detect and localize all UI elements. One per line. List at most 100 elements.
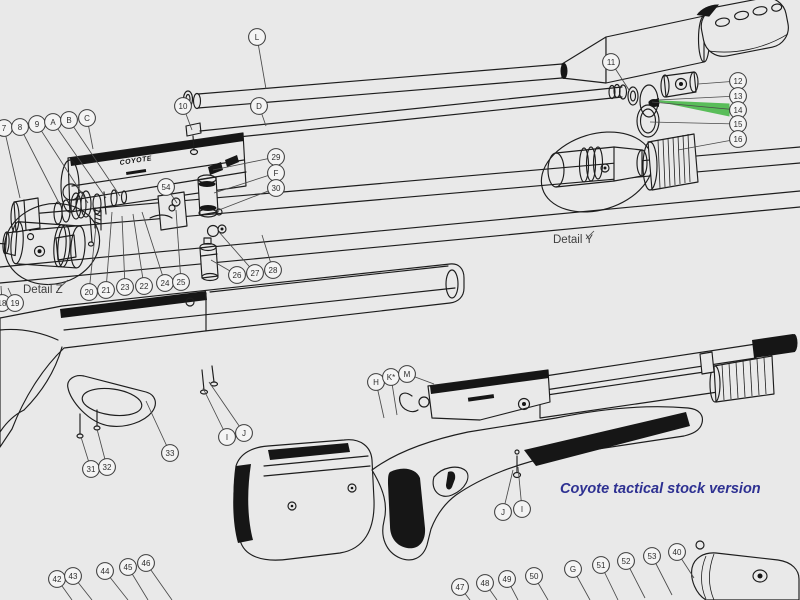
svg-text:16: 16 bbox=[734, 135, 743, 144]
callout-11[interactable]: 11 bbox=[602, 53, 630, 91]
callout-m[interactable]: M bbox=[398, 365, 435, 385]
svg-text:23: 23 bbox=[121, 283, 130, 292]
callout-j[interactable]: J bbox=[494, 469, 514, 521]
svg-text:43: 43 bbox=[69, 572, 78, 581]
callout-32[interactable]: 32 bbox=[96, 428, 116, 476]
svg-text:8: 8 bbox=[18, 123, 23, 132]
callout-l[interactable]: L bbox=[248, 28, 267, 90]
callout-15[interactable]: 15 bbox=[649, 115, 747, 133]
cylinder-end-cap bbox=[709, 355, 775, 403]
svg-text:18: 18 bbox=[0, 299, 7, 308]
callout-30[interactable]: 30 bbox=[218, 179, 285, 211]
callout-48[interactable]: 48 bbox=[476, 574, 498, 600]
callout-52[interactable]: 52 bbox=[617, 552, 646, 599]
callout-14[interactable]: 14 bbox=[651, 101, 747, 119]
callout-29[interactable]: 29 bbox=[212, 148, 285, 171]
svg-text:19: 19 bbox=[11, 299, 20, 308]
svg-text:D: D bbox=[256, 102, 262, 111]
callout-26[interactable]: 26 bbox=[210, 259, 246, 284]
svg-text:7: 7 bbox=[2, 124, 7, 133]
svg-text:J: J bbox=[501, 508, 505, 517]
svg-text:I: I bbox=[226, 433, 228, 442]
callout-19[interactable]: 19 bbox=[6, 287, 24, 312]
callout-7[interactable]: 7 bbox=[0, 119, 21, 199]
o-ring-11 bbox=[627, 86, 639, 106]
callout-49[interactable]: 49 bbox=[498, 570, 519, 600]
svg-text:L: L bbox=[255, 33, 260, 42]
callout-i[interactable]: I bbox=[513, 466, 531, 518]
wood-stock-rifle bbox=[0, 263, 465, 448]
svg-text:49: 49 bbox=[503, 575, 512, 584]
barrel-and-muzzle-parts bbox=[199, 71, 699, 142]
svg-text:25: 25 bbox=[177, 278, 186, 287]
callout-8[interactable]: 8 bbox=[11, 118, 61, 206]
svg-text:9: 9 bbox=[35, 120, 40, 129]
callout-h[interactable]: H bbox=[367, 373, 385, 419]
callout-53[interactable]: 53 bbox=[643, 547, 673, 596]
callout-j[interactable]: J bbox=[208, 381, 253, 442]
callout-46[interactable]: 46 bbox=[137, 554, 173, 600]
callout-k[interactable]: K* bbox=[382, 368, 400, 416]
svg-text:10: 10 bbox=[179, 102, 188, 111]
svg-text:31: 31 bbox=[87, 465, 96, 474]
svg-text:21: 21 bbox=[102, 286, 111, 295]
muzzle-cup-12 bbox=[660, 71, 699, 98]
detail-z-group bbox=[0, 202, 101, 290]
callout-a[interactable]: A bbox=[44, 113, 107, 199]
svg-text:C: C bbox=[84, 114, 90, 123]
air-bottle bbox=[691, 540, 800, 600]
svg-text:J: J bbox=[242, 429, 246, 438]
callout-27[interactable]: 27 bbox=[218, 231, 264, 282]
svg-text:45: 45 bbox=[124, 563, 133, 572]
callout-44[interactable]: 44 bbox=[96, 562, 129, 600]
callout-b[interactable]: B bbox=[60, 111, 121, 197]
callout-g[interactable]: G bbox=[564, 560, 591, 600]
callout-20[interactable]: 20 bbox=[80, 225, 98, 301]
callout-45[interactable]: 45 bbox=[119, 558, 149, 600]
callout-33[interactable]: 33 bbox=[145, 400, 179, 462]
svg-text:G: G bbox=[570, 565, 576, 574]
svg-text:12: 12 bbox=[734, 77, 743, 86]
svg-text:15: 15 bbox=[734, 120, 743, 129]
shroud-end-cap bbox=[696, 0, 789, 57]
svg-text:13: 13 bbox=[734, 92, 743, 101]
callout-10[interactable]: 10 bbox=[174, 97, 193, 131]
callout-i[interactable]: I bbox=[202, 387, 236, 446]
callout-47[interactable]: 47 bbox=[451, 578, 471, 600]
detail-y-group bbox=[540, 131, 699, 240]
callout-42[interactable]: 42 bbox=[48, 570, 73, 600]
callout-d[interactable]: D bbox=[250, 97, 268, 127]
svg-text:48: 48 bbox=[481, 579, 490, 588]
callout-25[interactable]: 25 bbox=[172, 209, 190, 291]
callout-23[interactable]: 23 bbox=[116, 215, 134, 296]
callout-21[interactable]: 21 bbox=[97, 211, 115, 299]
svg-text:26: 26 bbox=[233, 271, 242, 280]
svg-text:F: F bbox=[274, 169, 279, 178]
svg-text:47: 47 bbox=[456, 583, 465, 592]
callout-c[interactable]: C bbox=[78, 109, 96, 150]
callout-40[interactable]: 40 bbox=[668, 543, 695, 579]
callout-f[interactable]: F bbox=[213, 164, 285, 194]
svg-text:51: 51 bbox=[597, 561, 606, 570]
callout-16[interactable]: 16 bbox=[677, 130, 747, 151]
svg-text:32: 32 bbox=[103, 463, 112, 472]
callout-28[interactable]: 28 bbox=[261, 234, 282, 279]
barrel-shroud bbox=[182, 0, 789, 110]
callout-51[interactable]: 51 bbox=[592, 556, 619, 600]
callout-54[interactable]: 54 bbox=[157, 178, 178, 204]
svg-text:50: 50 bbox=[530, 572, 539, 581]
svg-text:14: 14 bbox=[734, 106, 743, 115]
svg-text:B: B bbox=[66, 116, 71, 125]
callout-9[interactable]: 9 bbox=[28, 115, 89, 204]
callout-22[interactable]: 22 bbox=[132, 213, 153, 295]
svg-text:H: H bbox=[373, 378, 379, 387]
svg-text:24: 24 bbox=[161, 279, 170, 288]
receiver-marking: COYOTE bbox=[119, 155, 152, 167]
callout-50[interactable]: 50 bbox=[525, 567, 549, 600]
knurled-knob-16 bbox=[642, 133, 699, 191]
callout-43[interactable]: 43 bbox=[64, 567, 93, 600]
receiver-group: COYOTE bbox=[10, 122, 247, 282]
